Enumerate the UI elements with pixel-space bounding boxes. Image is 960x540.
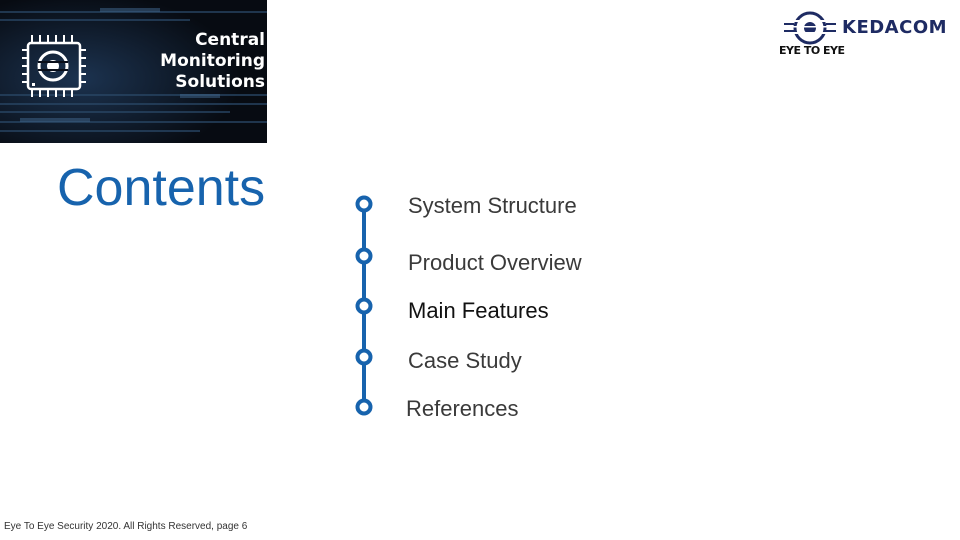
banner-line: Central: [195, 30, 265, 50]
timeline-node: [355, 348, 373, 366]
agenda-item-case-study[interactable]: Case Study: [408, 348, 522, 373]
banner-title: Central Monitoring Solutions: [140, 30, 265, 93]
footer-copyright: Eye To Eye Security 2020. All Rights Res…: [4, 521, 248, 532]
banner-background: [0, 0, 267, 143]
timeline-node: [355, 247, 373, 265]
company-logo: KEDACOM EYE TO EYE: [778, 10, 953, 65]
globe-logo-icon: [784, 11, 836, 45]
timeline-node: [355, 398, 373, 416]
logo-subtitle: EYE TO EYE: [779, 44, 845, 57]
timeline-node: [355, 195, 373, 213]
banner-line: Solutions: [175, 72, 265, 92]
chip-icon: [22, 35, 86, 97]
timeline-track: [355, 195, 373, 416]
agenda-item-main-features[interactable]: Main Features: [408, 298, 549, 323]
agenda-item-references[interactable]: References: [406, 396, 519, 421]
page-title: Contents: [57, 159, 266, 217]
timeline-node: [355, 297, 373, 315]
banner-line: Monitoring: [160, 51, 265, 71]
banner-image: Central Monitoring Solutions: [0, 0, 267, 143]
agenda-item-system-structure[interactable]: System Structure: [408, 193, 577, 218]
agenda-item-product-overview[interactable]: Product Overview: [408, 250, 582, 275]
brand-name: KEDACOM: [842, 17, 948, 38]
